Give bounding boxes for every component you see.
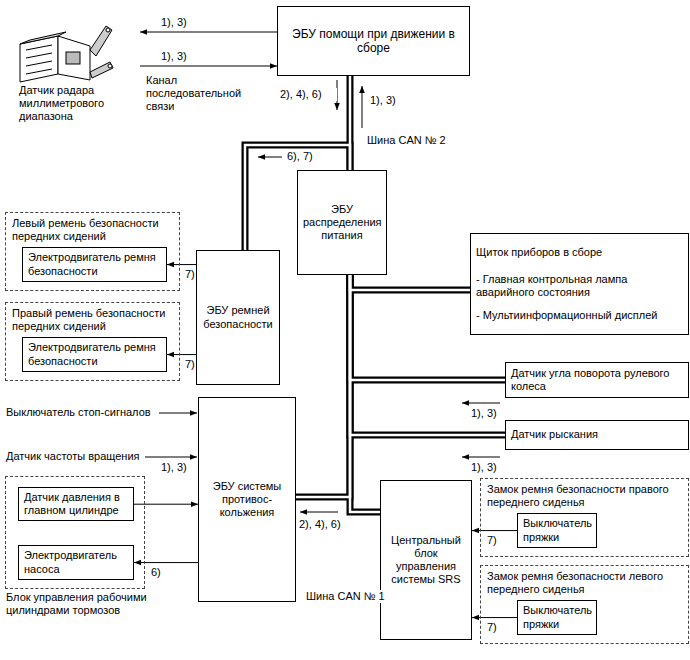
signal-arrow [472, 530, 517, 531]
signal-callout: 7) [486, 621, 498, 634]
bus-label: Шина CAN № 2 [366, 134, 458, 147]
signal-callout: 6) [150, 566, 162, 579]
can-bus-line [350, 275, 380, 512]
signal-arrow [134, 562, 198, 563]
srs-ecu-box: Центральный блок управления системы SRS [380, 480, 472, 640]
seat-belt-group: Левый ремень безопасности передних сиден… [5, 212, 180, 291]
signal-callout: 1), 3) [160, 50, 188, 63]
node-title: ЭБУ распределения питания [303, 203, 381, 243]
node-title: Замок ремня безопасности левого переднег… [487, 570, 682, 596]
ecu-box: ЭБУ распределения питания [297, 170, 387, 275]
motor-box: Электродвигатель ремня безопасности [22, 337, 167, 371]
signal-callout: 1), 3) [160, 461, 196, 474]
can-bus-line [350, 275, 380, 512]
signal-arrow [140, 66, 277, 67]
can-bus-line [296, 275, 350, 497]
signal-callout: 7) [184, 358, 196, 371]
can-bus-line [296, 275, 350, 497]
node-title: Замок ремня безопасности правого передне… [487, 483, 682, 509]
radar-sensor: Датчик радара миллиметрового диапазона [8, 15, 140, 130]
node-title: Центральный блок управления системы SRS [386, 534, 466, 587]
node-title: Датчик радара миллиметрового диапазона [19, 84, 133, 124]
node-title: Электродвигатель ремня безопасности [28, 251, 161, 277]
node-title: Левый ремень безопасности передних сиден… [12, 217, 173, 243]
signal-callout: 1), 3) [369, 94, 411, 107]
node-title: Электродвигатель ремня безопасности [28, 341, 161, 367]
node-title: ЭБУ ремней безопасности [202, 304, 274, 330]
node-title: Датчик угла поворота рулевого колеса [511, 367, 683, 393]
node-title: Электродвигатель насоса [24, 549, 128, 575]
input-label: Выключатель стоп-сигналов [5, 406, 159, 419]
node-title: Щиток приборов в сборе [476, 246, 683, 259]
node-title: Блок управления рабочими цилиндрами торм… [6, 588, 176, 617]
signal-callout: 2), 4), 6) [279, 88, 337, 101]
node-title: Датчик давления в главном цилиндре [24, 491, 128, 517]
signal-arrow [167, 354, 196, 355]
node-title: Датчик рыскания [511, 428, 683, 441]
signal-callout: 1), 3) [160, 16, 188, 29]
can-bus-line [350, 275, 470, 290]
ecu-box: ЭБУ системы противос- кольжения [198, 397, 296, 602]
buckle-group: Замок ремня безопасности правого передне… [480, 478, 689, 557]
node-title: Выключатель пряжки [523, 517, 591, 543]
can-bus-line [350, 275, 470, 290]
sensor-box: Датчик рыскания [505, 420, 689, 450]
ecu-box: ЭБУ помощи при движении в сборе [277, 6, 470, 76]
switch-box: Выключатель пряжки [517, 600, 597, 634]
buckle-group: Замок ремня безопасности левого переднег… [480, 565, 689, 644]
node-title: ЭБУ помощи при движении в сборе [283, 27, 464, 56]
signal-arrow [167, 264, 196, 265]
switch-box: Выключатель пряжки [517, 513, 597, 547]
input-label: Датчик частоты вращения [5, 450, 145, 463]
signal-callout: 7) [486, 534, 498, 547]
node-title: Правый ремень безопасности передних сиде… [12, 307, 173, 333]
radar-illustration [20, 26, 113, 82]
node-item: - Мультиинформационный дисплей [476, 309, 683, 322]
signal-callout: 6), 7) [286, 150, 328, 163]
bus-label: Шина CAN № 1 [305, 590, 387, 603]
sensor-box: Датчик давления в главном цилиндре [18, 487, 134, 521]
ecu-box: ЭБУ ремней безопасности [196, 250, 280, 385]
brake-actuator-group: Блок управления рабочими цилиндрами торм… [5, 476, 145, 589]
motor-box: Электродвигатель ремня безопасности [22, 247, 167, 281]
node-item: - Главная контрольная лампа аварийного с… [476, 273, 683, 299]
signal-arrow [472, 617, 517, 618]
seat-belt-group: Правый ремень безопасности передних сиде… [5, 302, 180, 381]
signal-callout: 2), 4), 6) [298, 518, 344, 531]
instrument-panel: Щиток приборов в сборе - Главная контроль… [470, 233, 689, 335]
signal-callout: 1), 3) [470, 407, 506, 420]
pump-motor-box: Электродвигатель насоса [18, 545, 134, 579]
signal-callout: 7) [184, 268, 196, 281]
signal-arrow [140, 32, 277, 33]
node-title: Выключатель пряжки [523, 604, 591, 630]
signal-callout: 1), 3) [470, 461, 506, 474]
channel-label: Канал последовательной связи [145, 74, 272, 114]
signal-arrow [134, 504, 198, 505]
node-title: ЭБУ системы противос- кольжения [204, 480, 290, 520]
sensor-box: Датчик угла поворота рулевого колеса [505, 362, 689, 398]
signal-arrows [143, 80, 500, 512]
